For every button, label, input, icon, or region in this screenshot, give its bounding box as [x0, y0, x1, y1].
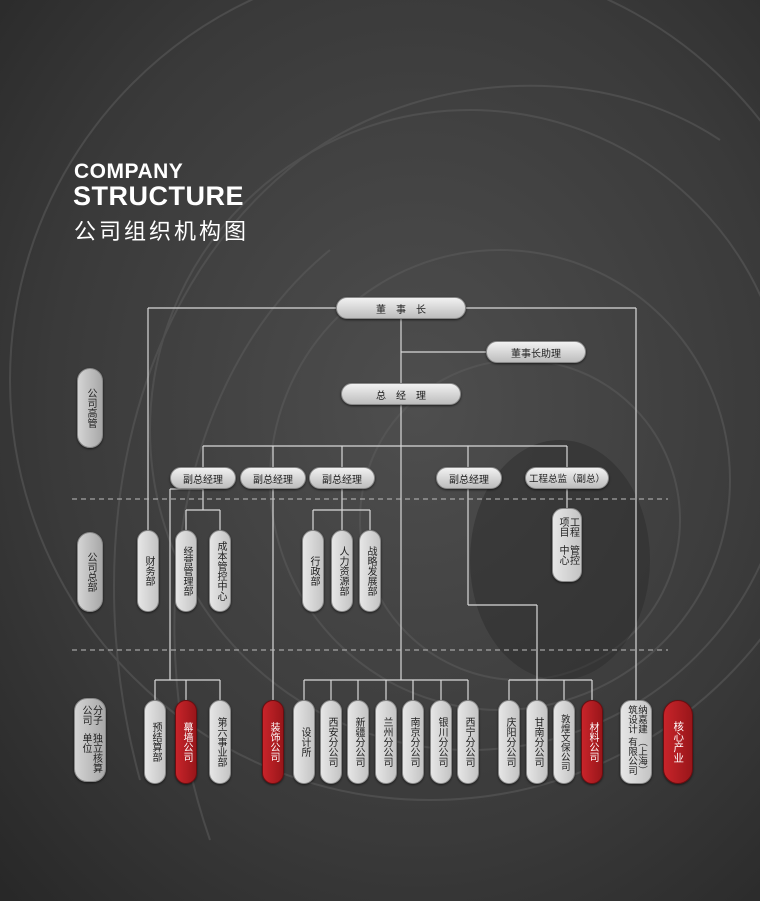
- unit-xian-branch-label: 西安分公司: [326, 717, 337, 767]
- dept-project-control-col2: 管控中心: [557, 545, 579, 565]
- dept-cost-control[interactable]: 成本管控中心: [209, 530, 231, 612]
- unit-decoration[interactable]: 装饰公司: [262, 700, 284, 784]
- unit-lanzhou-branch-label: 兰州分公司: [381, 717, 392, 767]
- unit-gannan-branch[interactable]: 甘南分公司: [526, 700, 548, 784]
- chairman-box[interactable]: 董 事 长: [336, 297, 466, 319]
- unit-nanjing-branch[interactable]: 南京分公司: [402, 700, 424, 784]
- dept-operations[interactable]: 经营管理部: [175, 530, 197, 612]
- unit-curtain-wall[interactable]: 幕墙公司: [175, 700, 197, 784]
- deputy-3-box[interactable]: 副总经理: [309, 467, 375, 489]
- unit-yinchuan-branch[interactable]: 银川分公司: [430, 700, 452, 784]
- unit-sixth-division[interactable]: 第六事业部: [209, 700, 231, 784]
- dept-cost-control-label: 成本管控中心: [215, 541, 226, 601]
- dept-admin-label: 行政部: [308, 556, 319, 586]
- unit-qingyang-branch[interactable]: 庆阳分公司: [498, 700, 520, 784]
- unit-sixth-division-label: 第六事业部: [215, 717, 226, 767]
- unit-xinjiang-branch-label: 新疆分公司: [353, 717, 364, 767]
- general-manager-box[interactable]: 总 经 理: [341, 383, 461, 405]
- unit-najia-design-col1: 纳嘉建筑设计: [626, 705, 647, 734]
- heading-company: COMPANY: [74, 160, 184, 183]
- unit-materials[interactable]: 材料公司: [581, 700, 603, 784]
- unit-yinchuan-branch-label: 银川分公司: [436, 717, 447, 767]
- heading-chinese-title: 公司组织机构图: [74, 220, 250, 245]
- dept-strategy[interactable]: 战略发展部: [359, 530, 381, 612]
- dept-hr-label: 人力资源部: [337, 546, 348, 596]
- unit-xian-branch[interactable]: 西安分公司: [320, 700, 342, 784]
- unit-najia-design-col2: （上海）有限公司: [626, 736, 647, 775]
- deputy-1-box[interactable]: 副总经理: [170, 467, 236, 489]
- unit-budget-label: 预结算部: [150, 722, 161, 762]
- row-label-headquarters: 公司总部: [77, 532, 103, 612]
- row-label-executives: 公司高管: [77, 368, 103, 448]
- dept-admin[interactable]: 行政部: [302, 530, 324, 612]
- dept-hr[interactable]: 人力资源部: [331, 530, 353, 612]
- deputy-4-box[interactable]: 副总经理: [436, 467, 502, 489]
- unit-gannan-branch-label: 甘南分公司: [532, 717, 543, 767]
- core-industry-legend-label: 核心产业: [672, 721, 685, 763]
- unit-xining-branch-label: 西宁分公司: [463, 717, 474, 767]
- core-industry-legend: 核心产业: [663, 700, 693, 784]
- dept-strategy-label: 战略发展部: [365, 546, 376, 596]
- dept-project-control[interactable]: 工程项目 管控中心: [552, 508, 582, 582]
- row-label-subsidiaries: 分子公司 独立核算单位: [74, 698, 106, 782]
- dept-project-control-col1: 工程项目: [557, 517, 579, 537]
- unit-najia-design[interactable]: 纳嘉建筑设计 （上海）有限公司: [620, 700, 652, 784]
- dept-finance[interactable]: 财务部: [137, 530, 159, 612]
- unit-lanzhou-branch[interactable]: 兰州分公司: [375, 700, 397, 784]
- unit-design-institute-label: 设计所: [299, 727, 310, 757]
- row-label-headquarters-text: 公司总部: [85, 552, 96, 592]
- unit-design-institute[interactable]: 设计所: [293, 700, 315, 784]
- unit-qingyang-branch-label: 庆阳分公司: [504, 717, 515, 767]
- unit-budget[interactable]: 预结算部: [144, 700, 166, 784]
- unit-xinjiang-branch[interactable]: 新疆分公司: [347, 700, 369, 784]
- deputy-2-box[interactable]: 副总经理: [240, 467, 306, 489]
- unit-curtain-wall-label: 幕墙公司: [181, 722, 192, 762]
- unit-materials-label: 材料公司: [587, 722, 598, 762]
- row-label-executives-text: 公司高管: [85, 388, 96, 428]
- row-label-subsidiaries-col-b: 独立核算单位: [80, 733, 102, 773]
- heading-structure: STRUCTURE: [73, 181, 244, 211]
- unit-decoration-label: 装饰公司: [268, 722, 279, 762]
- unit-nanjing-branch-label: 南京分公司: [408, 717, 419, 767]
- row-label-subsidiaries-col-a: 分子公司: [80, 705, 102, 725]
- engineering-director-box[interactable]: 工程总监（副总）: [525, 467, 609, 489]
- unit-dunhuang-heritage[interactable]: 敦煌文保公司: [553, 700, 575, 784]
- unit-xining-branch[interactable]: 西宁分公司: [457, 700, 479, 784]
- dept-finance-label: 财务部: [143, 556, 154, 586]
- assistant-box[interactable]: 董事长助理: [486, 341, 586, 363]
- dept-operations-label: 经营管理部: [181, 546, 192, 596]
- unit-dunhuang-heritage-label: 敦煌文保公司: [558, 713, 570, 771]
